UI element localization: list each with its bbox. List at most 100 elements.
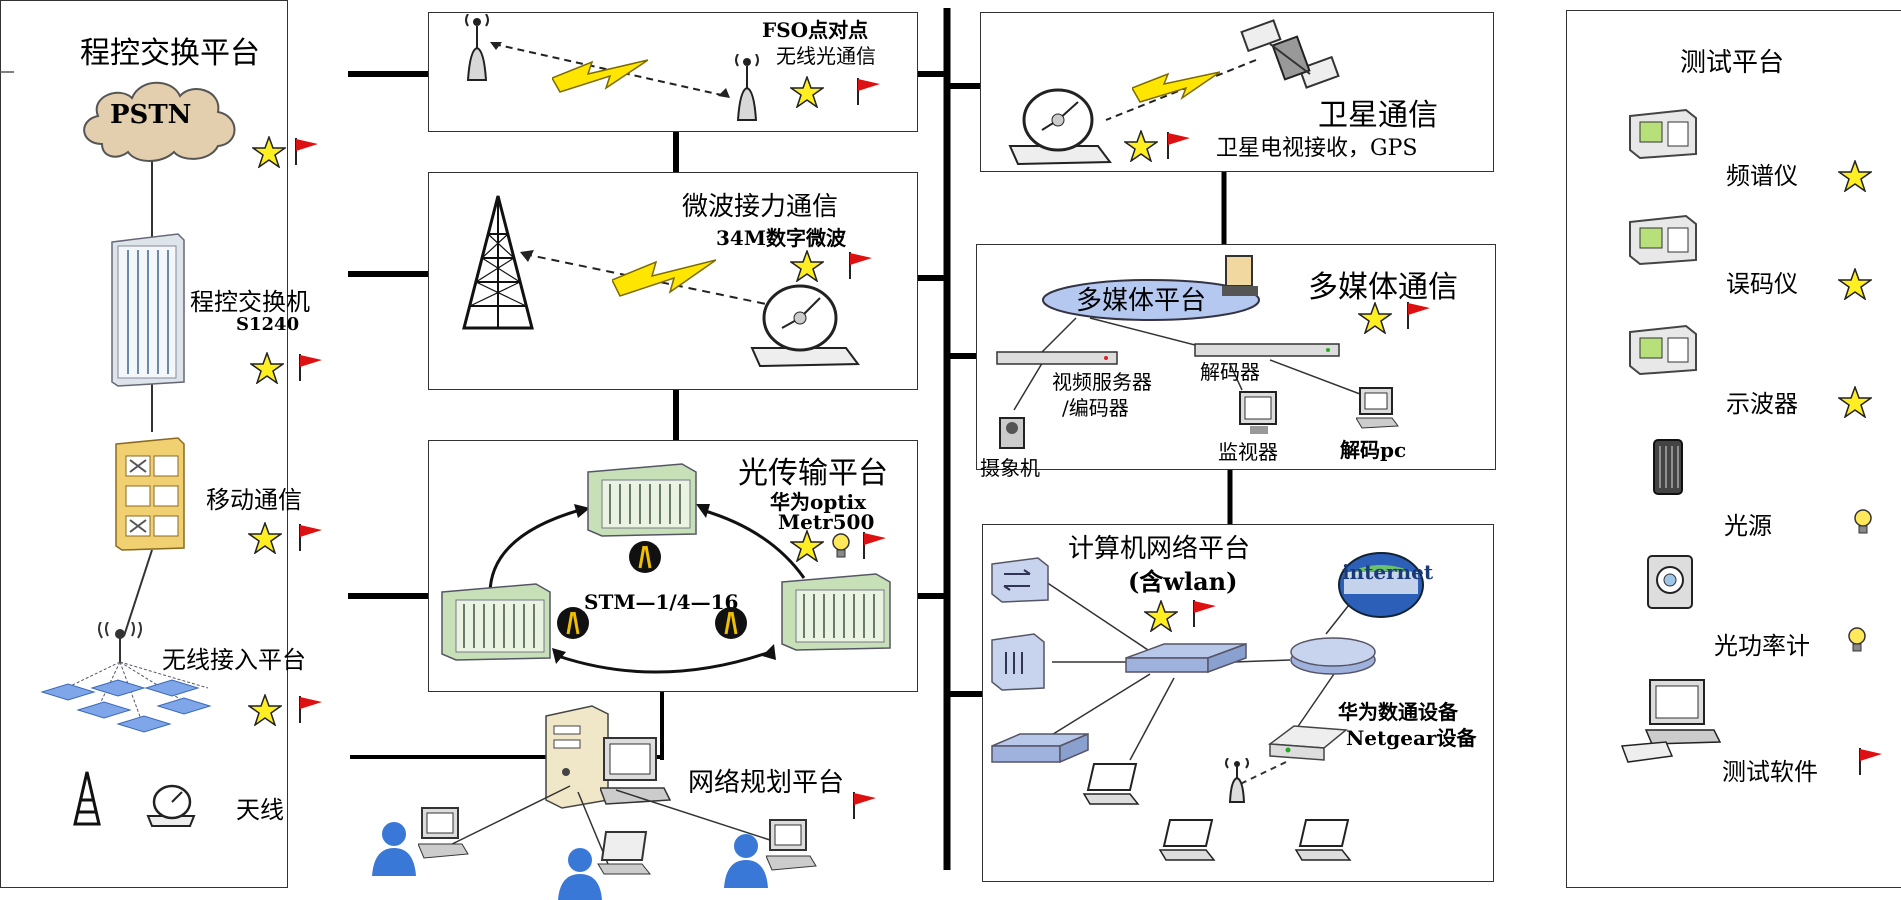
star-icon [790,530,824,562]
microwave-subtitle: 34M数字微波 [716,226,846,250]
mobile-cabinet-icon [112,434,188,552]
lightning-bolt-icon [612,258,716,298]
antenna-tower-icon [72,770,102,826]
satellite-subtitle: 卫星电视接收，GPS [1216,136,1418,161]
wlan-router-icon [1268,720,1348,766]
multimedia-title: 多媒体通信 [1308,270,1458,305]
pbx-platform-title: 程控交换平台 [80,36,260,71]
satellite-dish-icon [1006,86,1116,168]
camera-label: 摄象机 [980,456,1040,480]
star-icon [790,250,824,282]
internet-label: internet [1342,560,1434,584]
fso-title: FSO点对点 [762,18,869,42]
optix-node-top-icon [586,462,698,538]
bulb-icon [1846,626,1868,654]
fso-subtitle: 无线光通信 [776,44,876,68]
router-icon [990,632,1046,692]
network-subtitle: (含wlan) [1128,567,1238,596]
road-sign-icon [556,606,590,640]
wireless-access-label: 无线接入平台 [162,646,306,674]
satellite-title: 卫星通信 [1318,98,1438,133]
test-item-label: 测试软件 [1722,758,1818,786]
router-disc-icon [1288,630,1378,678]
cloud-icon [74,70,244,166]
optix-node-right-icon [780,572,892,652]
light-source-icon [1650,436,1686,498]
microwave-link-dashes [520,250,767,305]
star-icon [790,76,824,108]
satellite-link-dashes [1105,59,1257,121]
flag-icon [846,250,874,280]
switch-label: 程控交换机 [190,288,310,316]
test-item-label: 示波器 [1726,390,1798,418]
laptop-icon [1158,818,1216,862]
flag-icon [850,790,878,820]
multimedia-platform-disc [1040,276,1262,324]
fso-receiver-icon [730,54,764,124]
optix-node-left-icon [440,582,552,662]
huawei-datacom-label: 华为数通设备 [1338,700,1458,724]
satellite-icon [1240,18,1340,96]
bert-icon [1626,212,1700,266]
star-icon [1838,268,1872,300]
bulb-icon [1852,508,1874,536]
bulb-icon [830,532,852,560]
video-server-label: 视频服务器 [1052,370,1152,394]
flag-icon [854,76,882,106]
computer-icon [418,806,470,860]
flag-icon [860,530,888,560]
access-switch-icon [990,730,1090,766]
switch-model-label: S1240 [236,314,300,335]
fso-panel [428,12,918,132]
microwave-title: 微波接力通信 [682,192,839,222]
phone-icon [1222,254,1260,298]
oscilloscope-icon [1626,322,1700,376]
network-title: 计算机网络平台 [1068,534,1251,564]
flag-icon [296,522,324,552]
microwave-tower-icon [458,194,538,330]
multimedia-lines [1013,317,1361,411]
star-icon [248,522,282,554]
optical-title: 光传输平台 [738,456,888,491]
monitor-label: 监视器 [1218,440,1278,464]
switch-rack-icon [104,232,186,388]
user-person-icon [370,818,422,878]
test-platform-title: 测试平台 [1680,48,1785,78]
planning-title: 网络规划平台 [688,768,845,798]
road-sign-icon [714,606,748,640]
decoder-device-icon [1194,342,1340,358]
video-server-icon [996,350,1118,366]
optical-vendor: 华为optix [770,490,867,514]
monitor-icon [1236,390,1282,438]
lightning-bolt-icon [552,58,648,94]
microwave-dish-icon [746,278,864,370]
optical-ring-label: STM—1/4—16 [584,590,739,614]
flag-icon [296,352,324,382]
encoder-label: /编码器 [1062,396,1129,420]
netgear-label: Netgear设备 [1346,726,1477,750]
star-icon [1358,302,1392,334]
star-icon [252,136,286,168]
user-person-icon [722,830,774,890]
fso-transmitter-icon [460,14,494,84]
test-item-label: 光功率计 [1714,632,1810,660]
flag-icon [296,694,324,724]
laptop-icon [1294,818,1352,862]
flag-icon [1404,300,1432,330]
spectrum-analyzer-icon [1626,106,1700,160]
test-pc-icon [1620,676,1724,766]
flag-icon [1164,130,1192,160]
wireless-access-icon [38,622,220,742]
mobile-comm-label: 移动通信 [206,486,302,514]
decoder-label: 解码器 [1200,360,1260,384]
camera-icon [996,414,1030,454]
star-icon [1124,130,1158,162]
antenna-label: 天线 [236,796,284,824]
multimedia-platform-label: 多媒体平台 [1076,286,1207,316]
test-item-label: 光源 [1724,512,1772,540]
fso-link-dashes [490,42,730,98]
laptop-icon [596,830,652,876]
test-platform-panel [1566,10,1901,888]
network-switch-icon [990,556,1050,604]
flag-icon [1190,598,1218,628]
